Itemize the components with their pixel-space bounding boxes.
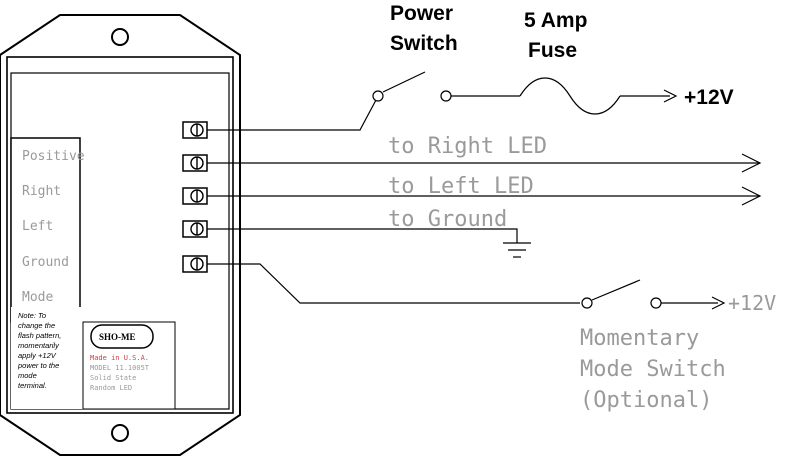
terminal-label-right: Right — [22, 184, 61, 199]
sho-me-logo — [90, 324, 154, 349]
mounting-hole-bottom — [111, 424, 129, 442]
mode-switch-lever — [591, 279, 641, 301]
power-switch-contact — [440, 90, 452, 102]
note-line: mode — [18, 371, 37, 380]
arrow-12v-bottom — [711, 296, 726, 310]
ground-wire — [207, 228, 518, 243]
terminal-screw-positive — [182, 121, 208, 139]
right-led-label: to Right LED — [388, 134, 547, 159]
mounting-hole-top — [111, 28, 129, 46]
note-line: flash pattern, — [18, 331, 61, 340]
model-text: MODEL 11.1005T — [90, 364, 150, 372]
terminal-screw-mode — [182, 255, 208, 273]
plus12v-bottom-label: +12V — [728, 291, 776, 315]
note-line: terminal. — [18, 381, 47, 390]
note-line: power to the — [17, 361, 59, 370]
mode-switch-contact — [650, 297, 662, 309]
terminal-label-left: Left — [22, 219, 53, 234]
fuse-label: Fuse — [528, 39, 577, 62]
terminal-block — [182, 121, 208, 273]
plus12v-top-label: +12V — [684, 86, 734, 109]
power-switch-contact — [372, 90, 384, 102]
note-line: momentarily — [18, 341, 60, 350]
terminal-screw-left — [182, 187, 208, 205]
terminal-label-ground: Ground — [22, 255, 69, 270]
ground-label: to Ground — [388, 207, 507, 232]
power-switch-label: Switch — [390, 32, 458, 55]
mode-switch-contact — [581, 297, 593, 309]
logo-text: SHO-ME — [99, 332, 136, 342]
fuse-symbol — [519, 77, 621, 115]
positive-wire — [207, 99, 377, 131]
momentary-label: Mode Switch — [580, 357, 726, 382]
flash-pattern-note: Note: To change the flash pattern, momen… — [17, 311, 61, 390]
note-line: apply +12V — [18, 351, 57, 360]
power-switch-label: Power — [390, 2, 453, 25]
terminal-label-mode: Mode — [22, 290, 53, 305]
terminal-screw-ground — [182, 220, 208, 238]
terminal-label-positive: Positive — [22, 149, 85, 164]
mode-wire — [207, 263, 580, 304]
momentary-label: Momentary — [580, 326, 699, 351]
momentary-label: (Optional) — [580, 388, 712, 413]
fuse-label: 5 Amp — [524, 9, 587, 32]
made-in-text: Made in U.S.A. — [90, 354, 149, 362]
terminal-screw-right — [182, 154, 208, 172]
product-desc: Random LED — [90, 384, 132, 392]
arrow-12v-top — [663, 89, 678, 103]
product-desc: Solid State — [90, 374, 136, 382]
power-switch-lever — [382, 71, 426, 93]
note-line: Note: To — [18, 311, 46, 320]
note-line: change the — [18, 321, 55, 330]
left-led-label: to Left LED — [388, 174, 534, 199]
